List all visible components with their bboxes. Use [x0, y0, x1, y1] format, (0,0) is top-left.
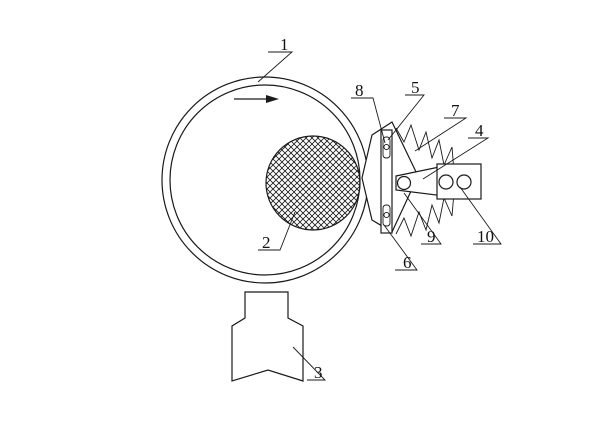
label-8: 8 — [355, 81, 364, 100]
leader-lines — [257, 51, 502, 381]
label-1: 1 — [280, 35, 289, 54]
mesh-core-part-2 — [265, 135, 361, 231]
clamp-plates-part-5-6-8 — [361, 121, 419, 234]
label-7: 7 — [451, 101, 460, 120]
label-10: 10 — [477, 227, 494, 246]
label-3: 3 — [314, 363, 323, 382]
bracket-part-10 — [436, 163, 482, 200]
upper-spring-part-7 — [395, 123, 455, 173]
lower-spring-part-9 — [395, 191, 455, 238]
label-4: 4 — [475, 121, 484, 140]
arrow-head-icon — [266, 95, 279, 103]
label-6: 6 — [403, 253, 412, 272]
label-5: 5 — [411, 78, 420, 97]
label-9: 9 — [427, 227, 436, 246]
pedestal-part-3 — [231, 291, 304, 382]
label-2: 2 — [262, 233, 271, 252]
